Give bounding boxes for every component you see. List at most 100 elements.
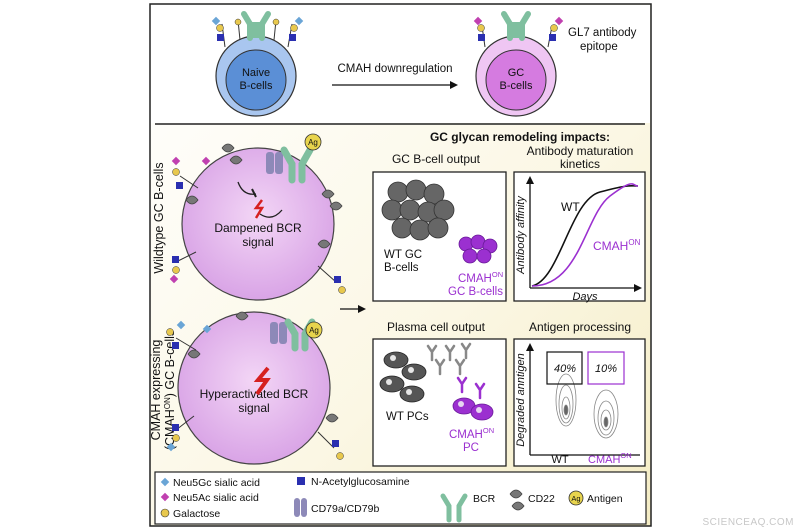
legend-galactose: Galactose [160, 508, 220, 520]
antigen-wt-pct: 40% [554, 363, 576, 375]
svg-text:Galactose: Galactose [173, 508, 220, 520]
cmah-gc-b-cell: Hyperactivated BCR signal [177, 311, 331, 465]
naive-b-cell: Naive B-cells [215, 35, 297, 117]
gl7-label-2: epitope [580, 41, 618, 53]
antigen-cmah-pct: 10% [595, 363, 617, 375]
wt-plasma-cells [379, 351, 427, 403]
svg-text:CD79a/CD79b: CD79a/CD79b [311, 503, 379, 515]
maturation-axes [526, 176, 642, 292]
svg-text:Antigen: Antigen [587, 493, 623, 505]
plasma-cmah-label: CMAHON [449, 426, 494, 441]
svg-text:CD22: CD22 [528, 493, 555, 505]
svg-text:Neu5Ac sialic acid: Neu5Ac sialic acid [173, 492, 259, 504]
wt-gate-box [546, 351, 583, 385]
svg-text:BCR: BCR [473, 493, 496, 505]
cd22-icon [509, 489, 525, 511]
maturation-y-label: Antibody affinity [515, 195, 527, 275]
output-arrow [340, 305, 366, 313]
cmah-lightning-icon [253, 366, 271, 396]
wt-contour [555, 373, 577, 427]
antigen-panel [513, 338, 646, 467]
downregulation-arrow: CMAH downregulation [332, 63, 458, 89]
maturation-title-2: kinetics [560, 157, 600, 171]
antigen-title: Antigen processing [529, 320, 631, 334]
maturation-panel [513, 171, 646, 302]
plasma-title: Plasma cell output [387, 320, 486, 334]
svg-text:Ag: Ag [571, 494, 580, 503]
maturation-title-1: Antibody maturation [527, 144, 634, 158]
wt-gc-b-cell: Dampened BCR signal [181, 147, 335, 301]
gc-bcr-icon [501, 11, 531, 41]
svg-text:N-Acetylglucosamine: N-Acetylglucosamine [311, 476, 410, 488]
gc-wt-label-1: WT GC [384, 249, 422, 261]
antigen-cmah-label: CMAHON [588, 451, 632, 466]
svg-text:Ag: Ag [308, 138, 318, 147]
maturation-wt-label: WT [561, 200, 580, 214]
legend-cd22: CD22 [509, 489, 555, 511]
legend-neu5ac: Neu5Ac sialic acid [160, 492, 259, 504]
svg-text:CMAH expressing: CMAH expressing [149, 340, 163, 441]
naive-bcr-icon [241, 11, 271, 41]
maturation-cmah-curve [531, 183, 639, 287]
bcr-icon [440, 493, 468, 523]
cmah-glycan-chains [166, 320, 344, 460]
wt-signal-1: Dampened BCR [214, 221, 302, 235]
svg-text:Neu5Gc sialic acid: Neu5Gc sialic acid [173, 477, 260, 489]
cmah-signal-1: Hyperactivated BCR [200, 387, 309, 401]
cmah-contour [593, 389, 619, 439]
cmah-gate-box [587, 351, 625, 385]
watermark: SCIENCEAQ.COM [702, 517, 794, 528]
glcnac-icon [297, 477, 305, 485]
svg-text:Ag: Ag [309, 326, 319, 335]
maturation-cmah-label: CMAHON [593, 238, 641, 253]
naive-glycans [211, 16, 304, 48]
cd79-icon [294, 498, 300, 517]
impacts-title: GC glycan remodeling impacts: [430, 130, 610, 144]
cmah-plasma-cells [452, 397, 494, 421]
legend-bcr: BCR [440, 493, 496, 523]
maturation-wt-curve [531, 184, 639, 287]
wt-glycan-chains [169, 156, 346, 294]
neu5gc-icon [160, 477, 170, 487]
wt-antibodies [426, 342, 472, 376]
cmah-antibodies [456, 376, 486, 400]
cmah-bcr-icon: Ag [270, 318, 323, 352]
legend-neu5gc: Neu5Gc sialic acid [160, 477, 260, 489]
cmah-gc-cluster [458, 234, 498, 264]
neu5ac-icon [160, 492, 170, 502]
gc-b-cell: GC B-cells [475, 35, 557, 117]
legend-glcnac: N-Acetylglucosamine [297, 476, 410, 488]
gc-cmah-label: CMAHON [458, 270, 503, 285]
antigen-icon [568, 490, 584, 506]
legend-cd79: CD79a/CD79b [294, 498, 379, 517]
wt-gc-cluster [381, 179, 455, 241]
cmah-signal-2: signal [238, 401, 269, 415]
maturation-x-label: Days [572, 291, 598, 303]
wt-bcr-icon: Ag [266, 133, 322, 184]
cmah-antigen-icon [305, 321, 323, 339]
antigen-wt-label: WT [551, 454, 568, 466]
gc-label-2: B-cells [499, 80, 533, 92]
plasma-cmah-label-2: PC [463, 442, 479, 454]
antigen-y-label: Degraded anntigen [515, 353, 527, 447]
wt-lightning-icon [253, 199, 265, 219]
antigen-axes [526, 343, 640, 456]
gc-output-title: GC B-cell output [392, 152, 481, 166]
gc-wt-label-2: B-cells [384, 262, 419, 274]
wt-cd22-clusters [185, 143, 343, 249]
wt-signal-2: signal [242, 235, 273, 249]
galactose-icon [160, 508, 170, 518]
wt-side-label: Wildtype GC B-cells [152, 162, 166, 273]
gl7-label-1: GL7 antibody [568, 27, 637, 39]
downregulation-label: CMAH downregulation [337, 63, 452, 75]
naive-label-2: B-cells [239, 80, 273, 92]
wt-antigen-icon [304, 133, 322, 151]
legend-box [154, 471, 647, 525]
gc-cmah-label-2: GC B-cells [448, 286, 503, 298]
legend-antigen: Ag Antigen [568, 490, 623, 506]
naive-label-1: Naive [242, 67, 270, 79]
plasma-wt-label: WT PCs [386, 411, 429, 423]
cmah-cd22-clusters [187, 311, 339, 423]
gc-label-1: GC [508, 67, 525, 79]
